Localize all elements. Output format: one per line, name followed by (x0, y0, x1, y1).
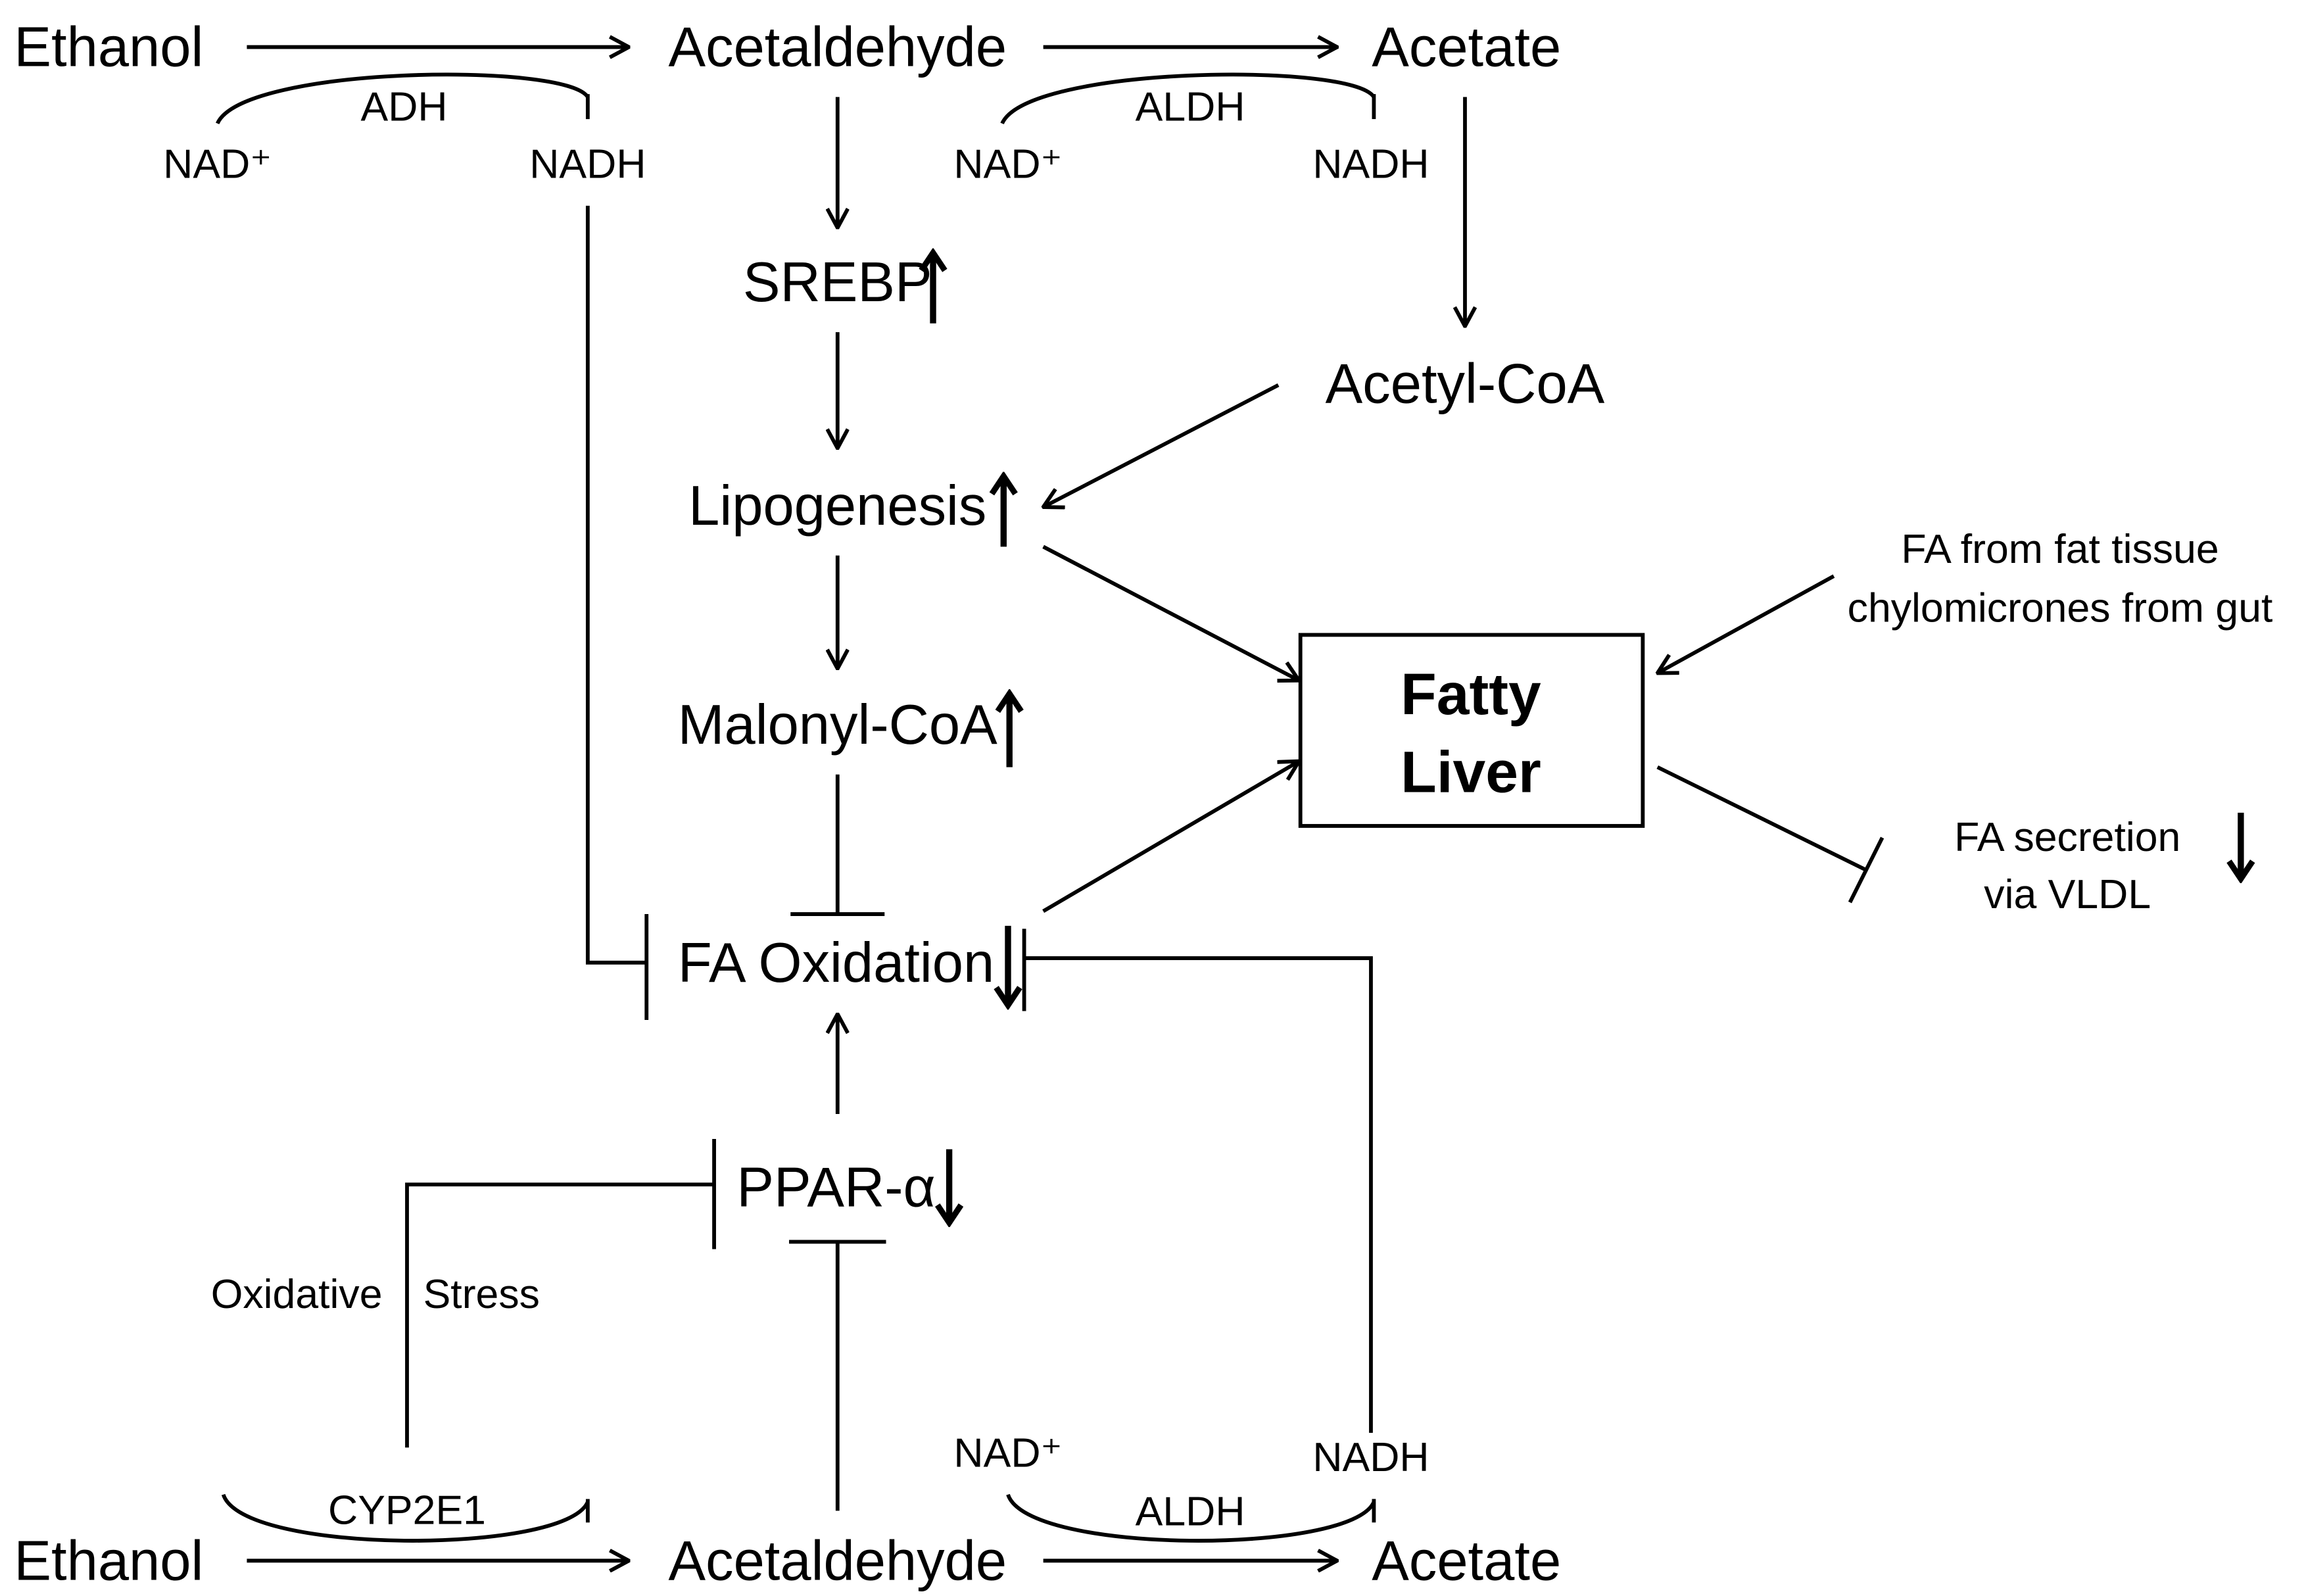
arrow-fa-oxidation-to-fatty-liver (1042, 762, 1299, 913)
acetyl-coa-label: Acetyl-CoA (1326, 352, 1605, 414)
oxidative-stress-word: Stress (423, 1271, 540, 1317)
malonyl-coa-label: Malonyl-CoA (678, 693, 997, 756)
inhibit-nadh-bottom-to-fa-oxidation (1024, 956, 1373, 1433)
aldh-bottom-nadh-label: NADH (1312, 1434, 1429, 1480)
bottom-acetate-label: Acetate (1372, 1529, 1561, 1591)
inhibit-oxidative-stress-to-ppar-alpha (405, 1182, 715, 1448)
fatty-liver-box (1298, 633, 1645, 828)
inhibit-fa-secretion-bar (1848, 836, 1884, 904)
inhibit-nadh-top-to-fa-oxidation (585, 205, 647, 965)
cyp2e1-enzyme-label: CYP2E1 (328, 1487, 486, 1533)
aldh-top-nad-label: NAD⁺ (953, 141, 1062, 187)
fatty-liver-line1: Fatty (1401, 661, 1541, 727)
arrow-lipogenesis-to-fatty-liver (1042, 544, 1299, 680)
aldh-top-nadh-label: NADH (1312, 141, 1429, 187)
fatty-liver-line2: Liver (1401, 739, 1541, 805)
oxidative-stress-word: Oxidative (211, 1271, 383, 1317)
fa-secretion-line1: FA secretion (1954, 814, 2180, 860)
adh-nadh-label: NADH (529, 141, 646, 187)
srebp-label: SREBP (743, 251, 932, 313)
adh-enzyme-label: ADH (360, 84, 447, 130)
top-acetaldehyde-label: Acetaldehyde (669, 16, 1007, 78)
arrow-acetyl-coa-to-lipogenesis (1044, 383, 1280, 507)
aldh-bottom-nad-label: NAD⁺ (953, 1430, 1062, 1476)
lipogenesis-label: Lipogenesis (688, 474, 986, 537)
aldh-bottom-enzyme-label: ALDH (1136, 1489, 1245, 1535)
aldh-top-cofactor-arc (1000, 72, 1376, 125)
bottom-acetaldehyde-label: Acetaldehyde (669, 1529, 1007, 1591)
top-acetate-label: Acetate (1372, 16, 1561, 78)
oxidative-stress-label: Oxidative Stress (211, 1271, 540, 1317)
aldh-top-enzyme-label: ALDH (1136, 84, 1245, 130)
adh-cofactor-arc (216, 72, 590, 125)
top-ethanol-label: Ethanol (14, 16, 203, 78)
bottom-ethanol-label: Ethanol (14, 1529, 203, 1591)
adh-nad-label: NAD⁺ (163, 141, 272, 187)
fa-input-line2: chylomicrones from gut (1848, 585, 2273, 631)
ppar-alpha-label: PPAR-α (736, 1156, 935, 1219)
fa-oxidation-label: FA Oxidation (678, 931, 994, 994)
arrow-fa-input-to-fatty-liver (1658, 574, 1835, 673)
inhibit-fatty-liver-to-fa-secretion (1656, 765, 1867, 872)
cyp2e1-arc (221, 1493, 590, 1543)
fa-input-line1: FA from fat tissue (1901, 526, 2219, 572)
aldh-bottom-cofactor-arc (1006, 1493, 1376, 1543)
fa-secretion-line2: via VLDL (1984, 871, 2151, 917)
